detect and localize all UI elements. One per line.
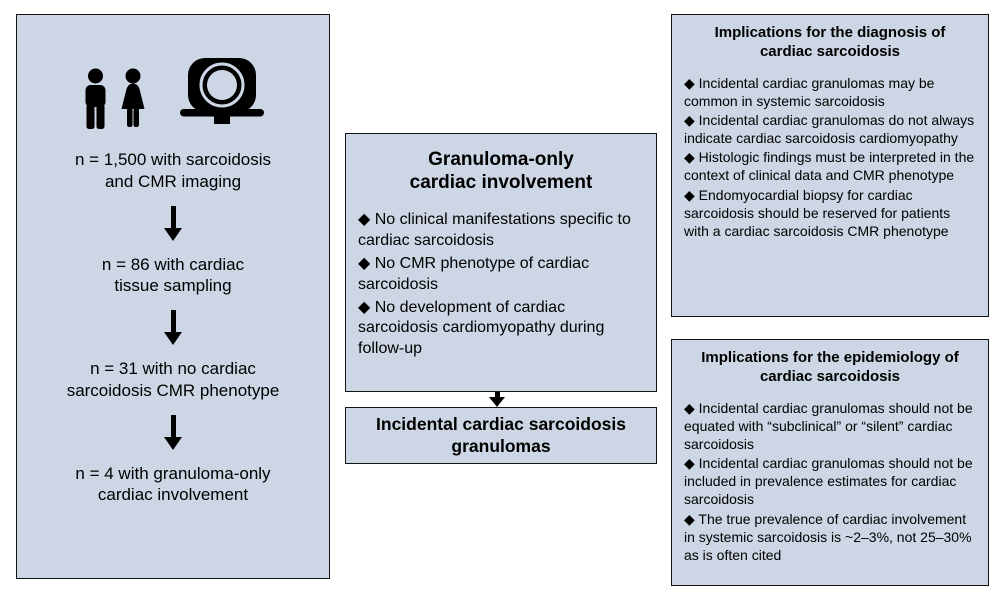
bullet-item: ◆ No development of cardiac sarcoidosis … <box>358 298 605 358</box>
bullet-item: ◆ The true prevalence of cardiac involve… <box>684 510 972 563</box>
flow-step-3: n = 31 with no cardiac sarcoidosis CMR p… <box>66 359 280 400</box>
bullet-item: ◆ Incidental cardiac granulomas should n… <box>684 455 973 508</box>
cohort-icons <box>82 57 265 130</box>
male-person-icon <box>85 68 105 129</box>
diagnosis-implications-title: Implications for the diagnosis of cardia… <box>714 24 946 60</box>
diagnosis-implications-bullets: ◆ Incidental cardiac granulomas may be c… <box>684 74 976 241</box>
cohort-flow-panel: n = 1,500 with sarcoidosis and CMR imagi… <box>16 14 330 579</box>
down-arrow-icon <box>164 310 182 345</box>
down-arrow-icon <box>164 205 182 241</box>
epidemiology-implications-title: Implications for the epidemiology of car… <box>701 349 959 385</box>
diagnosis-implications-panel: Implications for the diagnosis of cardia… <box>671 14 989 317</box>
mri-scanner-icon <box>179 57 265 130</box>
bullet-item: ◆ No CMR phenotype of cardiac sarcoidosi… <box>358 254 590 293</box>
bullet-item: ◆ Endomyocardial biopsy for cardiac sarc… <box>684 186 951 239</box>
bullet-item: ◆ Incidental cardiac granulomas do not a… <box>684 111 975 147</box>
granuloma-only-title: Granuloma-only cardiac involvement <box>409 149 593 194</box>
granuloma-only-box: Granuloma-only cardiac involvement ◆ No … <box>345 133 657 392</box>
epidemiology-implications-bullets: ◆ Incidental cardiac granulomas should n… <box>684 399 976 565</box>
down-arrow-icon <box>164 414 182 450</box>
epidemiology-implications-panel: Implications for the epidemiology of car… <box>671 339 989 586</box>
incidental-granulomas-box: Incidental cardiac sarcoidosis granuloma… <box>345 407 657 464</box>
granuloma-only-bullets: ◆ No clinical manifestations specific to… <box>358 210 644 360</box>
female-person-icon <box>121 68 144 127</box>
incidental-granulomas-label: Incidental cardiac sarcoidosis granuloma… <box>376 414 626 456</box>
flow-step-1: n = 1,500 with sarcoidosis and CMR imagi… <box>74 150 272 191</box>
flow-step-4: n = 4 with granuloma-only cardiac involv… <box>75 463 271 505</box>
bullet-item: ◆ Incidental cardiac granulomas should n… <box>684 399 973 452</box>
bullet-item: ◆ Histologic findings must be interprete… <box>684 149 975 184</box>
bullet-item: ◆ Incidental cardiac granulomas may be c… <box>684 74 935 109</box>
down-arrow-icon <box>489 392 505 407</box>
flow-step-2: n = 86 with cardiac tissue sampling <box>101 254 245 296</box>
bullet-item: ◆ No clinical manifestations specific to… <box>358 211 631 250</box>
